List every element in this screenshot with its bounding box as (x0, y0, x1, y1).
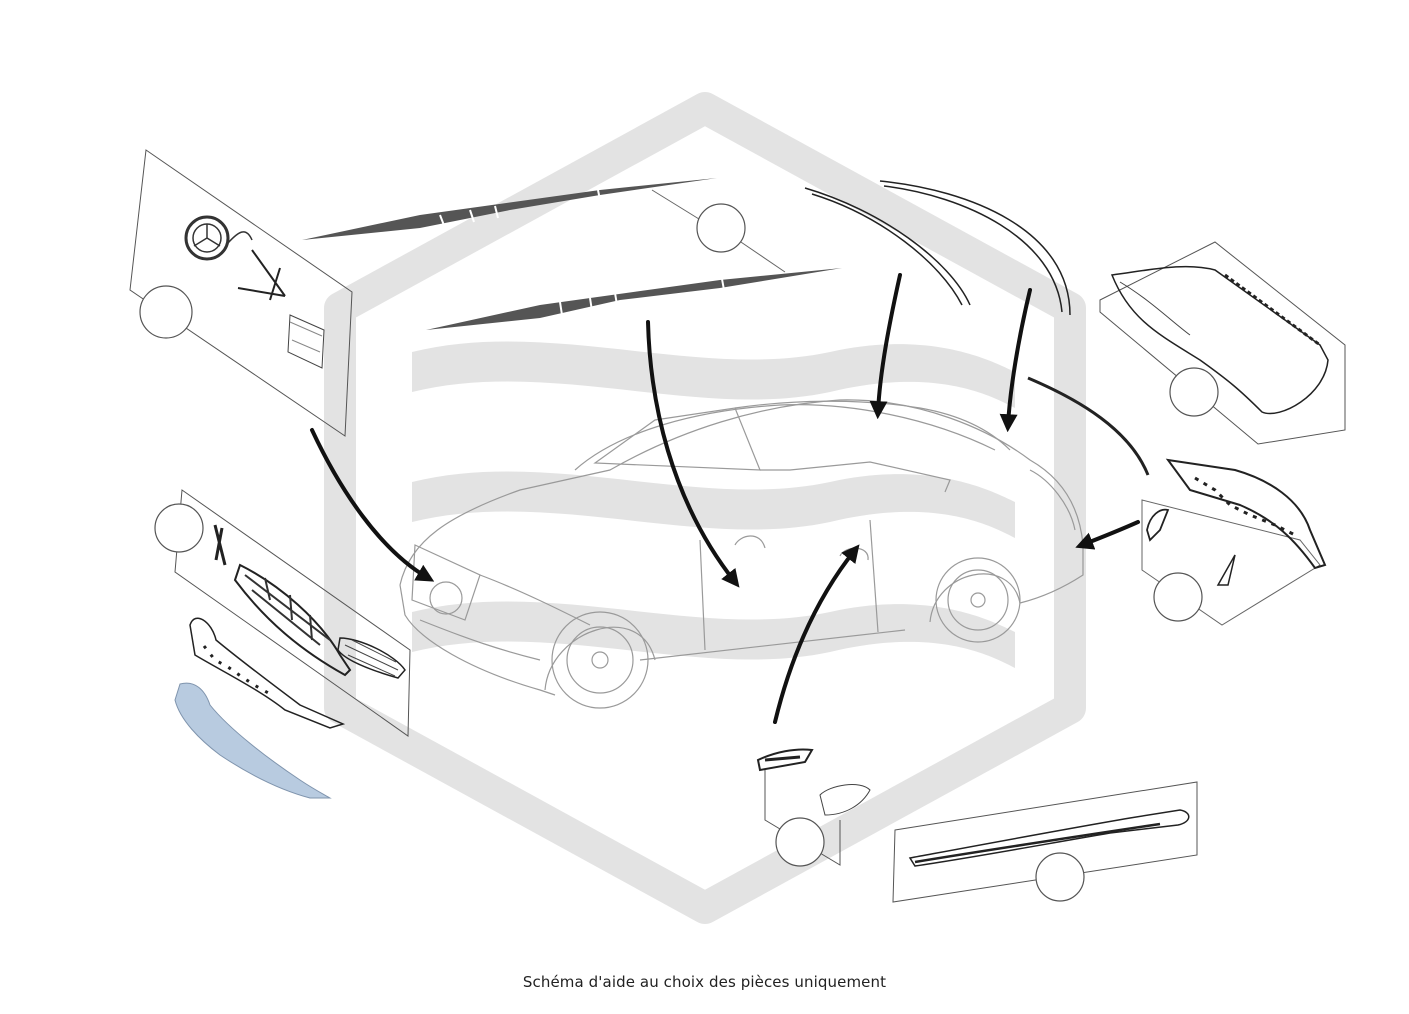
rear-bumper-panel (1099, 241, 1346, 445)
diagram-caption: Schéma d'aide au choix des pièces unique… (522, 973, 887, 991)
front-lip (174, 682, 332, 799)
callout-rear-diffuser[interactable] (1153, 572, 1203, 622)
front-grille-panel (174, 489, 411, 737)
side-skirt-panel (892, 781, 1198, 903)
callout-mirror-cover[interactable] (775, 817, 825, 867)
front-emblem-kit-panel (129, 149, 353, 437)
roof-stripes (302, 178, 842, 330)
car-outline (399, 399, 1084, 709)
callout-rear-bumper[interactable] (1169, 367, 1219, 417)
callout-front-emblem-kit[interactable] (139, 285, 193, 339)
arrow-icon (310, 273, 1140, 724)
rear-diffuser-panel (1141, 458, 1327, 626)
roof-spoilers (804, 180, 1150, 476)
callout-front-grille-set[interactable] (154, 503, 204, 553)
callout-side-skirt[interactable] (1035, 852, 1085, 902)
callout-roof-stripes[interactable] (696, 203, 746, 253)
